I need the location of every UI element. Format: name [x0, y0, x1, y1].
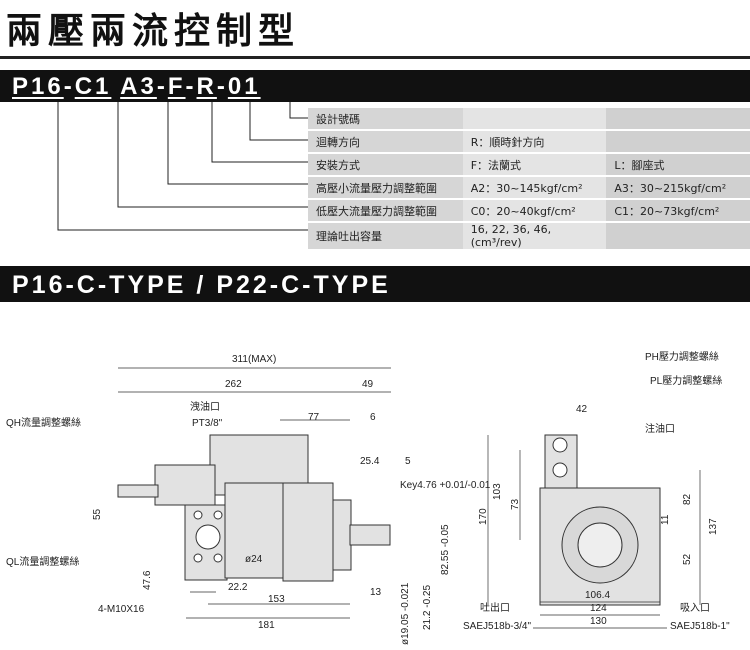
spec-v2: [606, 130, 750, 154]
dim-103: 103: [492, 483, 503, 500]
code-sep: -: [156, 73, 168, 100]
dim-25-4: 25.4: [360, 456, 380, 467]
qh-adjust-screw-label: QH流量調整螺絲: [6, 416, 81, 429]
dim-49: 49: [362, 379, 374, 390]
dim-124: 124: [590, 603, 607, 614]
dia-24: ø24: [245, 554, 263, 565]
side-view-drawing: 311(MAX) 262 49 洩油口 PT3/8" 77 6 QH流量調整螺絲…: [6, 350, 730, 645]
outlet-port-spec: SAEJ518b-3/4": [463, 621, 531, 632]
dim-5: 5: [405, 456, 411, 467]
dim-13: 13: [370, 587, 382, 598]
dim-153: 153: [268, 594, 285, 605]
spec-v1: 16, 22, 36, 46, (cm³/rev): [462, 222, 607, 251]
dim-82-55: 82.55 -0.05: [440, 524, 451, 575]
dim-262: 262: [225, 379, 242, 390]
model-code-band: P16-C1 A3-F-R-01: [0, 70, 750, 102]
bolt-spec: 4-M10X16: [98, 604, 145, 615]
dim-21-2: 21.2 -0.25: [422, 585, 433, 630]
dim-130: 130: [590, 616, 607, 627]
suction-port-label: 吸入口: [680, 603, 710, 614]
ql-adjust-screw-label: QL流量調整螺絲: [6, 555, 79, 568]
title-underline: [0, 56, 750, 59]
dim-73: 73: [510, 498, 521, 510]
spec-v2: [606, 108, 750, 131]
dim-77: 77: [308, 412, 320, 423]
code-sep: -: [216, 73, 228, 100]
spec-label: 安裝方式: [308, 153, 463, 177]
spec-v2: L：腳座式: [606, 153, 750, 177]
code-high-pressure: A3: [120, 73, 157, 100]
dim-11: 11: [660, 514, 671, 525]
key-spec: Key4.76 +0.01/-0.01: [400, 480, 491, 491]
spec-v1: R：順時針方向: [462, 130, 607, 154]
spec-row: 設計號碼: [308, 108, 750, 131]
spec-v2: C1：20~73kgf/cm²: [606, 199, 750, 223]
spec-label: 設計號碼: [308, 108, 463, 131]
pl-adjust-screw-label: PL壓力調整螺絲: [650, 374, 722, 387]
spec-label: 低壓大流量壓力調整範圍: [308, 199, 463, 223]
drain-port-spec: PT3/8": [192, 418, 223, 429]
dim-137: 137: [708, 518, 719, 535]
pump-body: [224, 482, 286, 579]
spec-v1: F：法蘭式: [462, 153, 607, 177]
shaft-diameter: ø19.05 -0.021: [400, 582, 411, 645]
dim-6: 6: [370, 412, 376, 423]
dim-42: 42: [576, 404, 588, 415]
code-sep: -: [185, 73, 197, 100]
spec-v1: A2：30~145kgf/cm²: [462, 176, 607, 200]
spec-label: 迴轉方向: [308, 130, 463, 154]
drain-port-label: 洩油口: [190, 400, 220, 413]
dim-47-6: 47.6: [142, 570, 153, 590]
code-mount: F: [167, 73, 186, 100]
dim-52: 52: [682, 553, 693, 565]
dim-181: 181: [258, 620, 275, 631]
page-title: 兩壓兩流控制型: [6, 11, 301, 52]
code-series: P16: [12, 73, 64, 100]
outlet-port-label: 吐出口: [480, 601, 510, 614]
spec-v2: [606, 222, 750, 251]
code-design: 01: [227, 73, 261, 100]
dim-170: 170: [478, 508, 489, 525]
code-rotation: R: [196, 73, 217, 100]
flow-adjuster-body: [154, 464, 216, 506]
oil-fill-port-label: 注油口: [645, 422, 675, 435]
spec-label: 高壓小流量壓力調整範圍: [308, 176, 463, 200]
ph-adjust-screw-label: PH壓力調整螺絲: [645, 350, 719, 363]
code-sep: -: [63, 73, 75, 100]
spec-v1: [462, 108, 607, 131]
dim-55: 55: [92, 508, 103, 520]
code-low-pressure: C1: [74, 73, 112, 100]
spec-v1: C0：20~40kgf/cm²: [462, 199, 607, 223]
spec-v2: A3：30~215kgf/cm²: [606, 176, 750, 200]
spec-label: 理論吐出容量: [308, 222, 463, 251]
code-leader-lines: [57, 102, 308, 231]
shaft: [349, 524, 391, 546]
dim-311: 311(MAX): [232, 354, 276, 365]
section-title: P16-C-TYPE / P22-C-TYPE: [0, 266, 750, 302]
suction-port-spec: SAEJ518b-1": [670, 621, 730, 632]
dim-106-4: 106.4: [585, 590, 610, 601]
dim-82: 82: [682, 493, 693, 505]
dim-22-2: 22.2: [228, 582, 248, 593]
